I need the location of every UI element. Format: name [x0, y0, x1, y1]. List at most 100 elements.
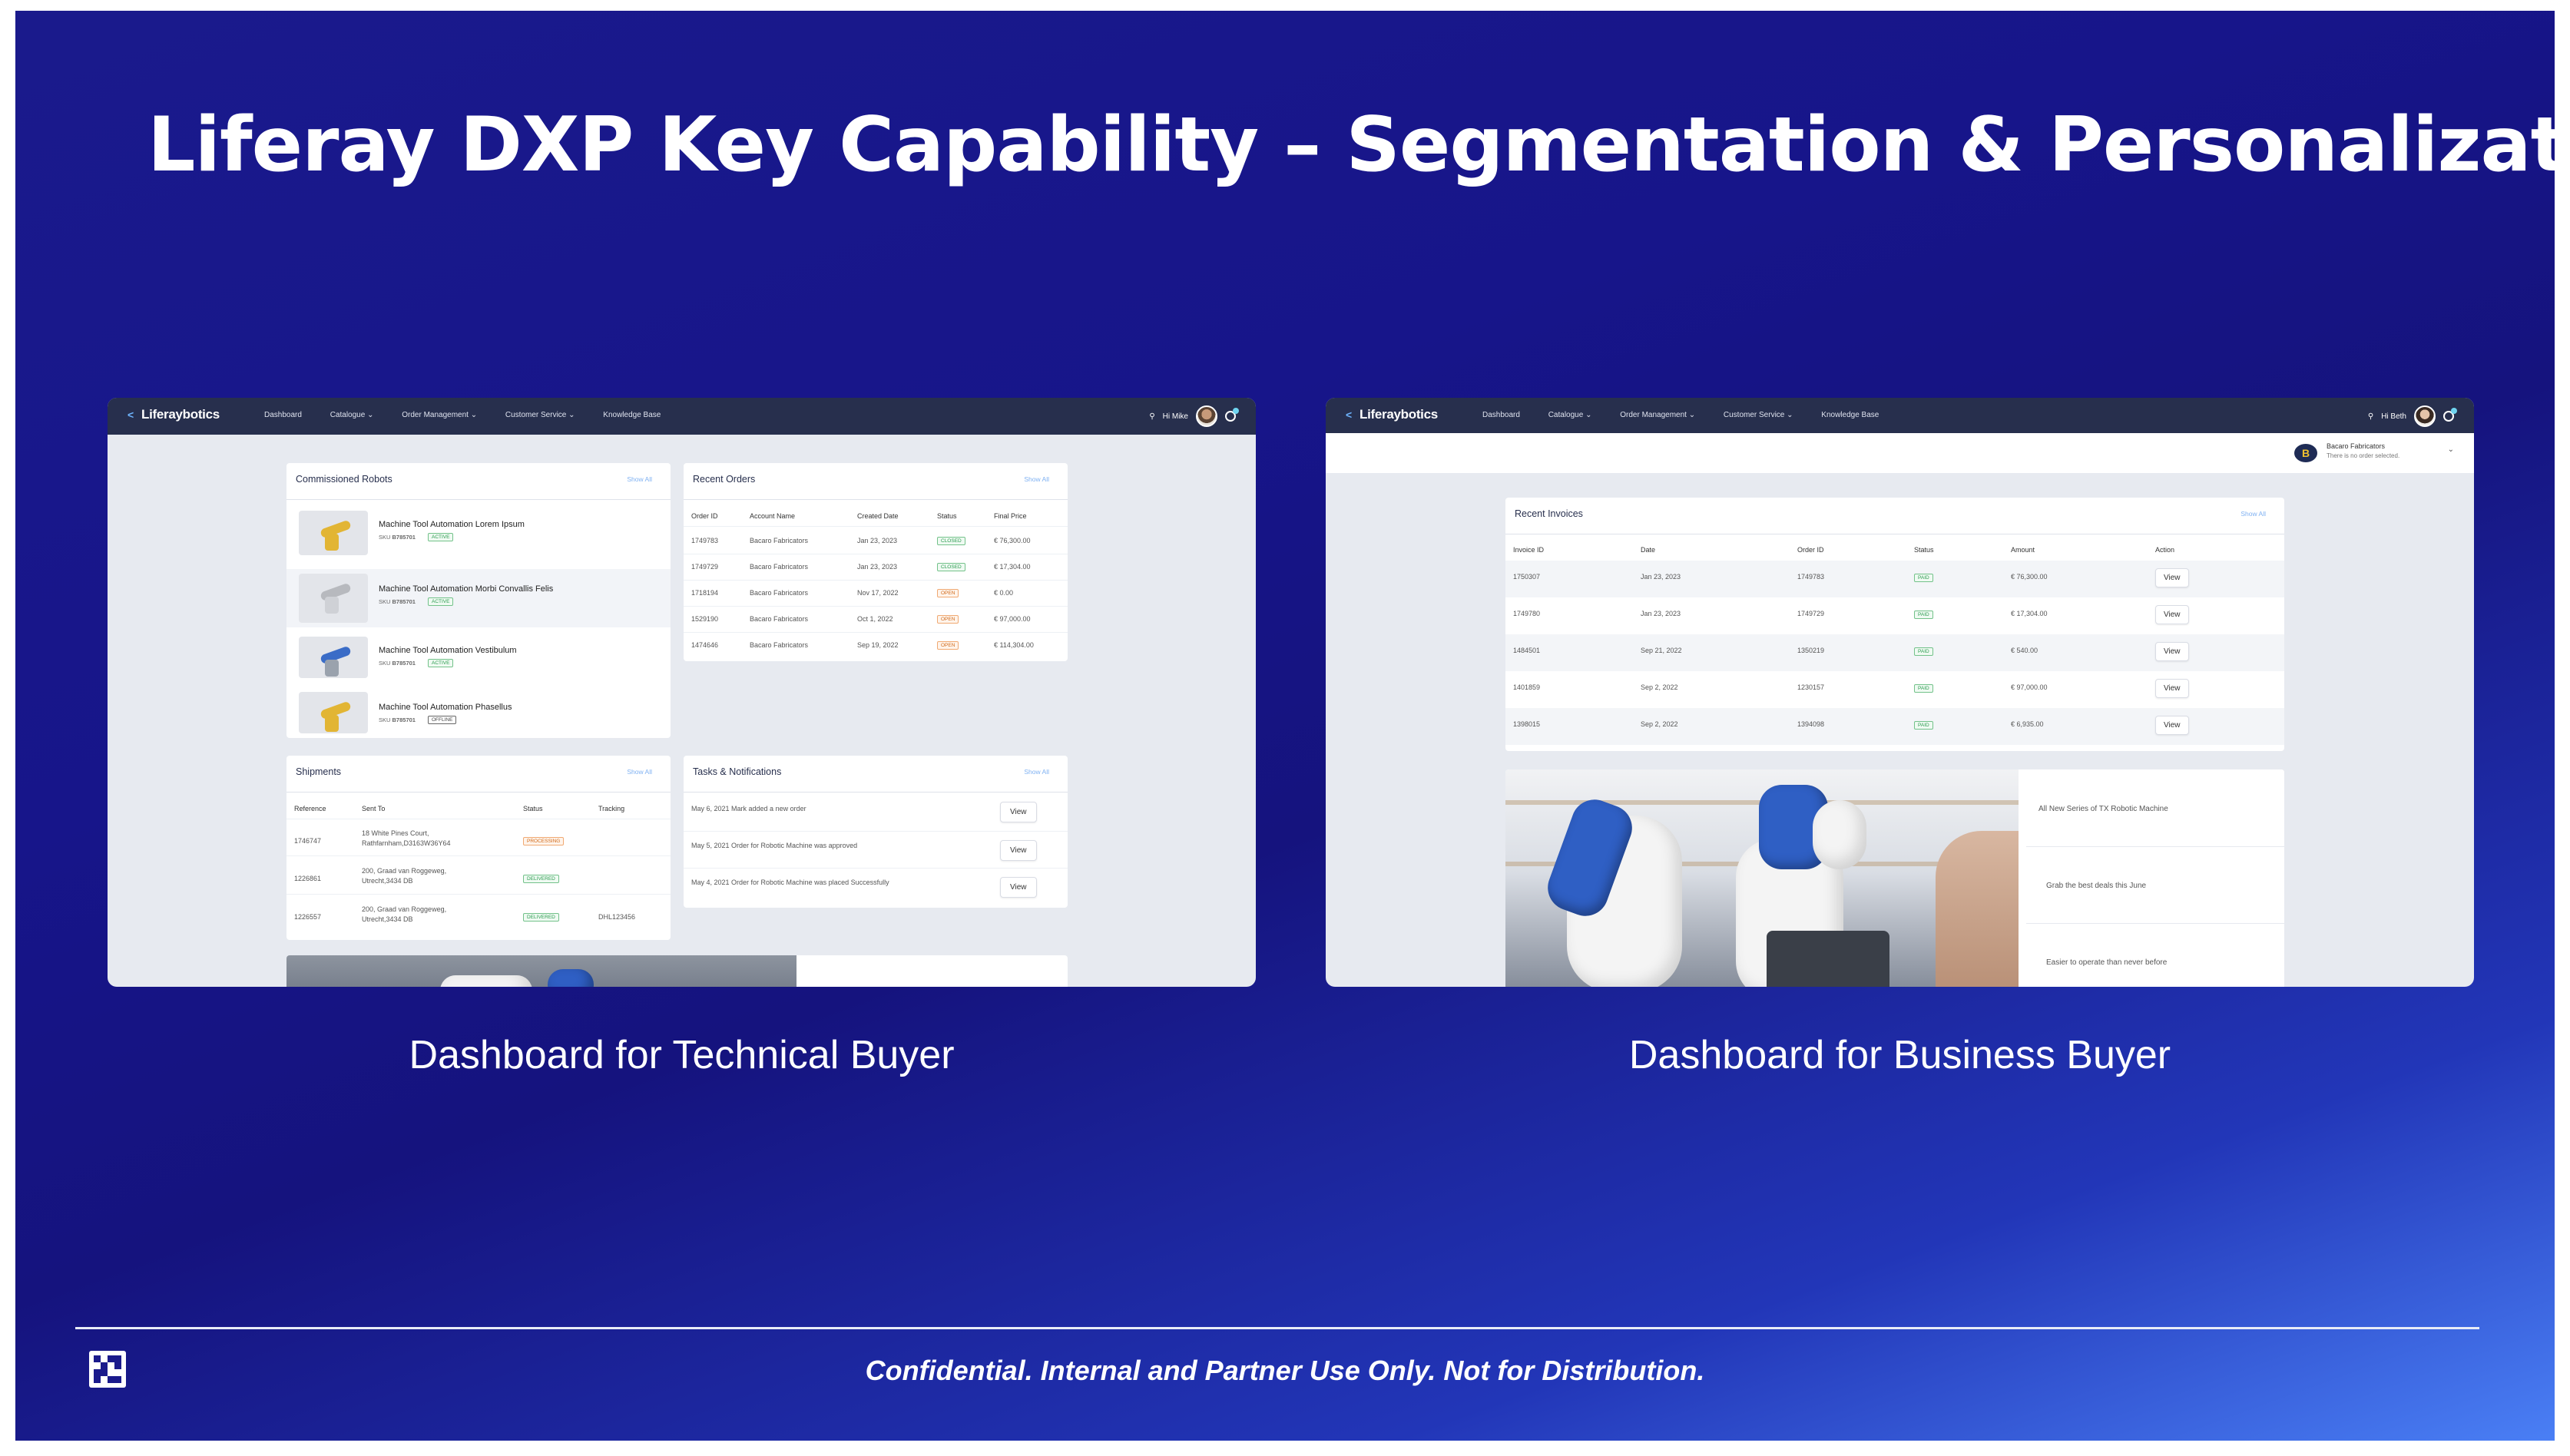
promo-banner — [286, 955, 1068, 987]
table-row[interactable]: 1398015 Sep 2, 2022 1394098 PAID € 6,935… — [1505, 708, 2284, 745]
brand-logo[interactable]: <Liferaybotics — [1346, 407, 1438, 422]
status-badge: ACTIVE — [428, 533, 454, 541]
promo-item[interactable]: All New Series of TX Robotic Machine — [2038, 805, 2168, 813]
nav-item-catalogue[interactable]: Catalogue ⌄ — [1548, 411, 1592, 419]
column-header: Order ID — [691, 512, 718, 520]
column-header: Tracking — [598, 805, 625, 812]
liferay-logo-icon — [89, 1351, 126, 1388]
user-greeting[interactable]: Hi Beth — [2381, 412, 2406, 421]
robot-photo — [286, 955, 797, 987]
brand-logo[interactable]: <Liferaybotics — [128, 407, 220, 422]
nav-item-customer-service[interactable]: Customer Service ⌄ — [505, 411, 575, 419]
column-header: Sent To — [362, 805, 386, 812]
status-badge: ACTIVE — [428, 659, 454, 667]
nav-item-customer-service[interactable]: Customer Service ⌄ — [1723, 411, 1793, 419]
search-icon[interactable]: ⚲ — [1149, 412, 1155, 421]
column-header: Status — [1914, 546, 1934, 554]
column-header: Created Date — [857, 512, 899, 520]
column-header: Reference — [294, 805, 326, 812]
status-badge: PAID — [1914, 721, 1933, 730]
slide-title: Liferay DXP Key Capability – Segmentatio… — [147, 101, 2555, 189]
view-button[interactable]: View — [2155, 568, 2189, 587]
status-badge: PAID — [1914, 574, 1933, 582]
avatar[interactable] — [1196, 405, 1217, 427]
status-badge: PROCESSING — [523, 837, 565, 845]
table-row[interactable]: 1750307 Jan 23, 2023 1749783 PAID € 76,3… — [1505, 561, 2284, 597]
table-row[interactable]: 1484501 Sep 21, 2022 1350219 PAID € 540.… — [1505, 634, 2284, 671]
nav-item-order-management[interactable]: Order Management ⌄ — [1620, 411, 1696, 419]
status-badge: OPEN — [937, 641, 959, 650]
status-badge: OFFLINE — [428, 716, 457, 724]
robot-image — [299, 511, 368, 555]
status-badge: DELIVERED — [523, 875, 559, 883]
list-item[interactable]: Machine Tool Automation Lorem Ipsum SKU … — [286, 506, 671, 564]
chevron-down-icon: ⌄ — [2447, 445, 2454, 454]
view-button[interactable]: View — [1000, 840, 1037, 861]
robot-name[interactable]: Machine Tool Automation Lorem Ipsum — [379, 520, 525, 529]
column-header: Final Price — [994, 512, 1027, 520]
robot-image — [299, 574, 368, 623]
nav-item-order-management[interactable]: Order Management ⌄ — [402, 411, 478, 419]
status-badge: DELIVERED — [523, 913, 559, 922]
column-header: Order ID — [1797, 546, 1824, 554]
robot-image — [299, 637, 368, 678]
user-greeting[interactable]: Hi Mike — [1162, 412, 1188, 421]
nav-item-dashboard[interactable]: Dashboard — [1482, 411, 1520, 419]
status-badge: OPEN — [937, 615, 959, 624]
list-item[interactable]: Machine Tool Automation Phasellus SKU B7… — [286, 686, 671, 738]
view-button[interactable]: View — [2155, 716, 2189, 735]
card-title: Commissioned Robots — [296, 474, 392, 485]
confidentiality-notice: Confidential. Internal and Partner Use O… — [865, 1355, 1705, 1386]
robot-name[interactable]: Machine Tool Automation Vestibulum — [379, 646, 517, 655]
nav-item-knowledge-base[interactable]: Knowledge Base — [1821, 411, 1879, 419]
column-header: Amount — [2011, 546, 2035, 554]
robot-name[interactable]: Machine Tool Automation Morbi Convallis … — [379, 584, 554, 594]
account-selector[interactable]: B Bacaro Fabricators There is no order s… — [2294, 441, 2456, 465]
view-button[interactable]: View — [2155, 605, 2189, 624]
list-item[interactable]: Machine Tool Automation Vestibulum SKU B… — [286, 635, 671, 693]
status-badge: PAID — [1914, 611, 1933, 619]
tasks-notifications-card: Tasks & Notifications Show All May 6, 20… — [684, 756, 1068, 908]
promo-item[interactable]: Grab the best deals this June — [2046, 882, 2147, 890]
avatar[interactable] — [2414, 405, 2436, 427]
nav-item-dashboard[interactable]: Dashboard — [264, 411, 302, 419]
promo-item[interactable]: Easier to operate than never before — [2046, 958, 2168, 967]
card-title: Recent Invoices — [1515, 508, 1583, 519]
table-row[interactable]: 1749780 Jan 23, 2023 1749729 PAID € 17,3… — [1505, 597, 2284, 634]
view-button[interactable]: View — [2155, 679, 2189, 698]
account-selector-bar: B Bacaro Fabricators There is no order s… — [1326, 433, 2474, 473]
notification-icon[interactable] — [1225, 408, 1239, 422]
status-badge: PAID — [1914, 684, 1933, 693]
nav-item-catalogue[interactable]: Catalogue ⌄ — [330, 411, 374, 419]
show-all-link[interactable]: Show All — [627, 768, 652, 776]
column-header: Status — [523, 805, 543, 812]
view-button[interactable]: View — [2155, 642, 2189, 661]
show-all-link[interactable]: Show All — [1024, 475, 1049, 483]
view-button[interactable]: View — [1000, 802, 1037, 822]
nav-user-area: ⚲ Hi Beth — [2367, 405, 2457, 427]
nav-user-area: ⚲ Hi Mike — [1149, 405, 1239, 427]
share-icon: < — [128, 409, 134, 421]
column-header: Date — [1641, 546, 1656, 554]
top-nav: <Liferaybotics Dashboard Catalogue ⌄ Ord… — [108, 398, 1256, 435]
search-icon[interactable]: ⚲ — [2367, 412, 2374, 421]
show-all-link[interactable]: Show All — [1024, 768, 1049, 776]
status-badge: PAID — [1914, 647, 1933, 656]
view-button[interactable]: View — [1000, 877, 1037, 898]
show-all-link[interactable]: Show All — [627, 475, 652, 483]
card-title: Recent Orders — [693, 474, 756, 485]
technical-buyer-dashboard: <Liferaybotics Dashboard Catalogue ⌄ Ord… — [108, 398, 1256, 987]
recent-orders-card: Recent Orders Show All Order ID Account … — [684, 463, 1068, 661]
table-row[interactable]: 1401859 Sep 2, 2022 1230157 PAID € 97,00… — [1505, 671, 2284, 708]
nav-item-knowledge-base[interactable]: Knowledge Base — [603, 411, 661, 419]
robot-photo — [1505, 769, 2019, 987]
show-all-link[interactable]: Show All — [2240, 510, 2266, 518]
robot-name[interactable]: Machine Tool Automation Phasellus — [379, 703, 512, 712]
nav-menu: Dashboard Catalogue ⌄ Order Management ⌄… — [264, 411, 687, 419]
list-item[interactable]: Machine Tool Automation Morbi Convallis … — [286, 569, 671, 627]
top-nav: <Liferaybotics Dashboard Catalogue ⌄ Ord… — [1326, 398, 2474, 433]
slide: Liferay DXP Key Capability – Segmentatio… — [15, 11, 2555, 1441]
status-badge: CLOSED — [937, 563, 965, 571]
status-badge: OPEN — [937, 589, 959, 597]
notification-icon[interactable] — [2443, 408, 2457, 422]
